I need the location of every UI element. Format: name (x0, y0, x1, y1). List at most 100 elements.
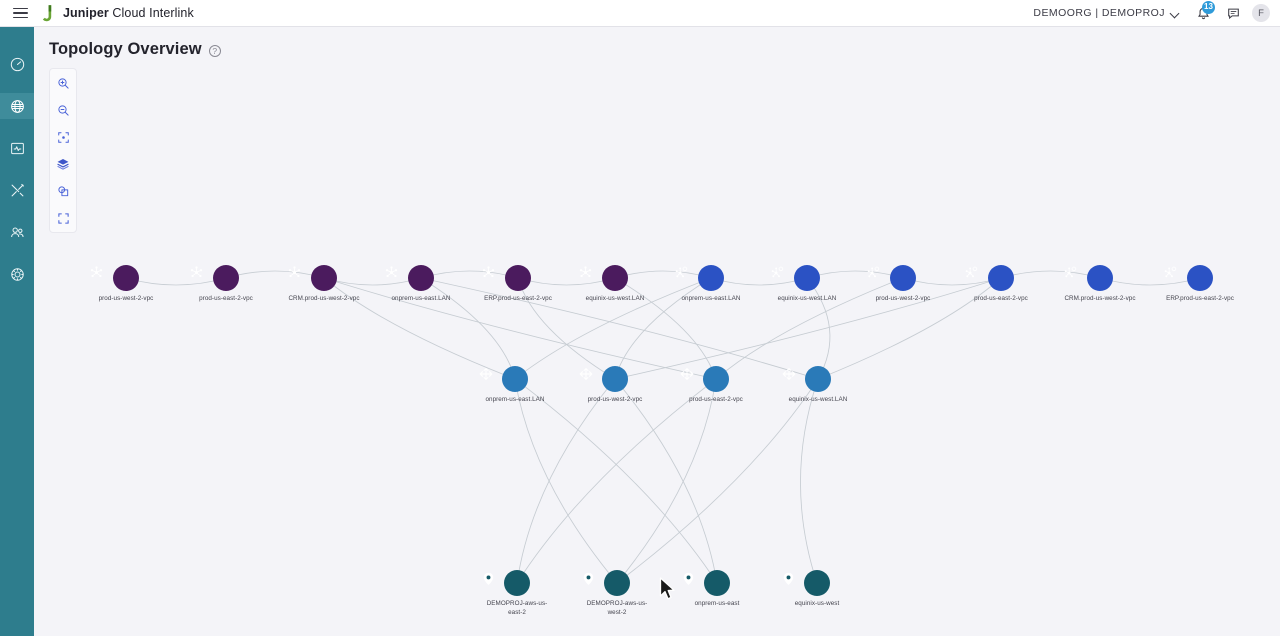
brand-title: Juniper Cloud Interlink (63, 6, 194, 20)
brand-bold: Juniper (63, 6, 109, 20)
vpc-node-icon (385, 265, 434, 291)
help-icon[interactable]: ? (208, 44, 221, 57)
sidebar-item-dashboard[interactable] (0, 51, 34, 77)
vpc-node-icon (190, 265, 239, 291)
cloud-node-icon (771, 265, 820, 291)
content-area: Topology Overview ? (34, 27, 1280, 636)
notifications-button[interactable]: 13 (1188, 0, 1218, 27)
hamburger-menu-icon[interactable] (0, 0, 40, 27)
topology-node-site[interactable]: DEMOPROJ-aws-us-east-2 (480, 570, 554, 617)
router-node-icon (782, 366, 831, 392)
brand[interactable]: Juniper Cloud Interlink (40, 4, 194, 23)
topology-node-cloud[interactable]: CRM.prod-us-west-2-vpc (1063, 265, 1137, 304)
topology-edge (817, 277, 1002, 380)
expand-icon (57, 212, 69, 224)
sidebar-item-tools[interactable] (0, 177, 34, 203)
vpc-node-icon (90, 265, 139, 291)
zoom-in-button[interactable] (53, 75, 73, 91)
globe-icon (10, 99, 24, 113)
notification-count-badge: 13 (1202, 0, 1215, 14)
router-node-icon (680, 366, 729, 392)
juniper-logo-icon (42, 4, 52, 21)
sidebar-item-monitoring[interactable] (0, 135, 34, 161)
top-bar-right: DEMOORG | DEMOPROJ 13 F (1025, 0, 1280, 27)
topology-node-label: onprem-us-east.LAN (485, 396, 545, 403)
gear-icon (10, 267, 24, 281)
topology-node-label: prod-us-west-2-vpc (587, 396, 643, 403)
topology-node-router[interactable]: prod-us-west-2-vpc (578, 366, 652, 405)
topology-node-label: prod-us-west-2-vpc (875, 295, 931, 302)
topology-edge (323, 277, 717, 380)
sidebar-item-topology[interactable] (0, 93, 34, 119)
topology-node-vpc[interactable]: CRM.prod-us-west-2-vpc (287, 265, 361, 304)
fit-to-screen-button[interactable] (53, 129, 73, 145)
canvas-toolbar (49, 68, 77, 233)
cloud-node-icon (867, 265, 916, 291)
user-avatar[interactable]: F (1252, 4, 1270, 22)
page-title: Topology Overview ? (49, 40, 221, 59)
topology-edge (616, 378, 819, 584)
vpc-node-icon (288, 265, 337, 291)
topology-node-cloud[interactable]: onprem-us-east.LAN (674, 265, 748, 304)
messages-button[interactable] (1218, 0, 1248, 27)
topology-node-site[interactable]: DEMOPROJ-aws-us-west-2 (580, 570, 654, 617)
page-title-text: Topology Overview (49, 40, 202, 58)
sidebar-item-users[interactable] (0, 219, 34, 245)
topology-node-cloud[interactable]: prod-us-east-2-vpc (964, 265, 1038, 304)
topology-node-label: ERP.prod-us-east-2-vpc (1166, 295, 1234, 302)
topology-node-label: CRM.prod-us-west-2-vpc (1064, 295, 1136, 302)
topology-node-vpc[interactable]: prod-us-east-2-vpc (189, 265, 263, 304)
top-bar: Juniper Cloud Interlink DEMOORG | DEMOPR… (0, 0, 1280, 27)
topology-canvas[interactable]: prod-us-west-2-vpc prod-us-east-2-vpc (34, 27, 1280, 636)
topology-node-router[interactable]: equinix-us-west.LAN (781, 366, 855, 405)
router-node-icon (579, 366, 628, 392)
topology-node-vpc[interactable]: equinix-us-west.LAN (578, 265, 652, 304)
chevron-down-icon (1171, 9, 1180, 18)
fullscreen-button[interactable] (53, 210, 73, 226)
topology-node-router[interactable]: prod-us-east-2-vpc (679, 366, 753, 405)
topology-node-label: onprem-us-east (694, 600, 740, 607)
topology-node-label: equinix-us-west.LAN (585, 295, 645, 302)
sidebar-item-settings[interactable] (0, 261, 34, 287)
org-project-selector[interactable]: DEMOORG | DEMOPROJ (1025, 7, 1188, 19)
topology-node-label: prod-us-east-2-vpc (199, 295, 253, 302)
topology-edge (514, 378, 718, 584)
topology-edge (420, 277, 819, 380)
topology-node-cloud[interactable]: equinix-us-west.LAN (770, 265, 844, 304)
topology-edge (800, 378, 819, 584)
group-shapes-button[interactable] (53, 183, 73, 199)
topology-edge (516, 378, 717, 584)
topology-node-label: onprem-us-east.LAN (391, 295, 451, 302)
site-node-icon (583, 570, 630, 596)
topology-edge (323, 277, 516, 380)
topology-node-label: onprem-us-east.LAN (681, 295, 741, 302)
topology-node-label: prod-us-west-2-vpc (98, 295, 154, 302)
org-project-label: DEMOORG | DEMOPROJ (1033, 7, 1165, 19)
topology-edge (614, 378, 718, 584)
topology-node-vpc[interactable]: onprem-us-east.LAN (384, 265, 458, 304)
layers-icon (57, 159, 69, 170)
magnifier-minus-icon (57, 104, 69, 116)
topology-node-label: equinix-us-west (794, 600, 840, 607)
topology-node-router[interactable]: onprem-us-east.LAN (478, 366, 552, 405)
topology-node-label: DEMOPROJ-aws-us-east-2 (486, 600, 548, 616)
topology-edge (516, 378, 616, 584)
topology-node-vpc[interactable]: prod-us-west-2-vpc (89, 265, 163, 304)
layers-button[interactable] (53, 156, 73, 172)
magnifier-plus-icon (57, 77, 69, 89)
topology-node-cloud[interactable]: prod-us-west-2-vpc (866, 265, 940, 304)
site-node-icon (483, 570, 530, 596)
focus-target-icon (57, 131, 69, 143)
cloud-node-icon (1064, 265, 1113, 291)
shapes-icon (57, 185, 68, 196)
topology-node-vpc[interactable]: ERP.prod-us-east-2-vpc (481, 265, 555, 304)
topology-node-site[interactable]: onprem-us-east (680, 570, 754, 609)
topology-node-label: ERP.prod-us-east-2-vpc (484, 295, 552, 302)
topology-edge (614, 277, 1002, 380)
brand-rest: Cloud Interlink (108, 6, 194, 20)
cloud-node-icon (675, 265, 724, 291)
zoom-out-button[interactable] (53, 102, 73, 118)
topology-node-cloud[interactable]: ERP.prod-us-east-2-vpc (1163, 265, 1237, 304)
topology-node-label: DEMOPROJ-aws-us-west-2 (586, 600, 648, 616)
topology-node-site[interactable]: equinix-us-west (780, 570, 854, 609)
